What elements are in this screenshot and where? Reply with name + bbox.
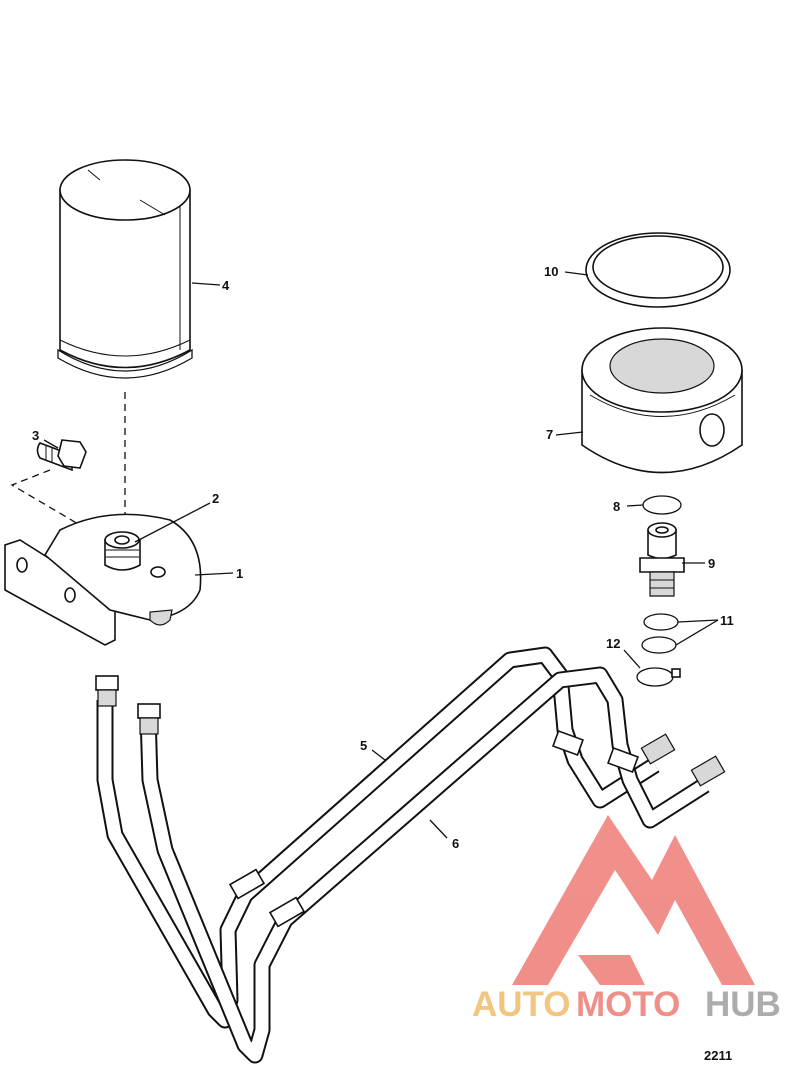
oil-filter-canister — [57, 159, 193, 379]
watermark-auto: AUTO — [472, 985, 571, 1024]
callout-9: 9 — [708, 556, 715, 571]
mounting-bolt — [36, 439, 87, 472]
o-ring-upper — [642, 495, 682, 515]
callout-5: 5 — [360, 738, 367, 753]
callout-2: 2 — [212, 491, 219, 506]
snap-ring — [636, 667, 681, 687]
callout-8: 8 — [613, 499, 620, 514]
watermark-moto: MOTO — [576, 985, 680, 1024]
callout-3: 3 — [32, 428, 39, 443]
callout-7: 7 — [546, 427, 553, 442]
callout-labels: 1 2 3 4 5 6 7 8 9 10 11 12 — [32, 264, 734, 851]
adapter-housing — [581, 327, 743, 474]
center-threaded-nipple — [104, 531, 141, 571]
callout-11: 11 — [720, 613, 734, 628]
watermark-logo: AUTO MOTO HUB — [472, 815, 781, 1024]
hose-end-fittings — [95, 675, 726, 928]
threaded-fitting — [639, 522, 685, 597]
filter-adapter-bracket — [4, 513, 202, 646]
callout-1: 1 — [236, 566, 243, 581]
o-ring-pair — [641, 613, 679, 654]
callout-10: 10 — [544, 264, 558, 279]
alignment-line-bolt — [10, 469, 86, 529]
callout-6: 6 — [452, 836, 459, 851]
callout-12: 12 — [606, 636, 620, 651]
callout-4: 4 — [222, 278, 230, 293]
figure-number: 2211 — [704, 1048, 732, 1063]
callout-leader-lines — [43, 271, 719, 839]
sealing-ring — [585, 232, 731, 308]
watermark-triangle-mark — [512, 815, 755, 985]
watermark-hub: HUB — [705, 985, 781, 1024]
